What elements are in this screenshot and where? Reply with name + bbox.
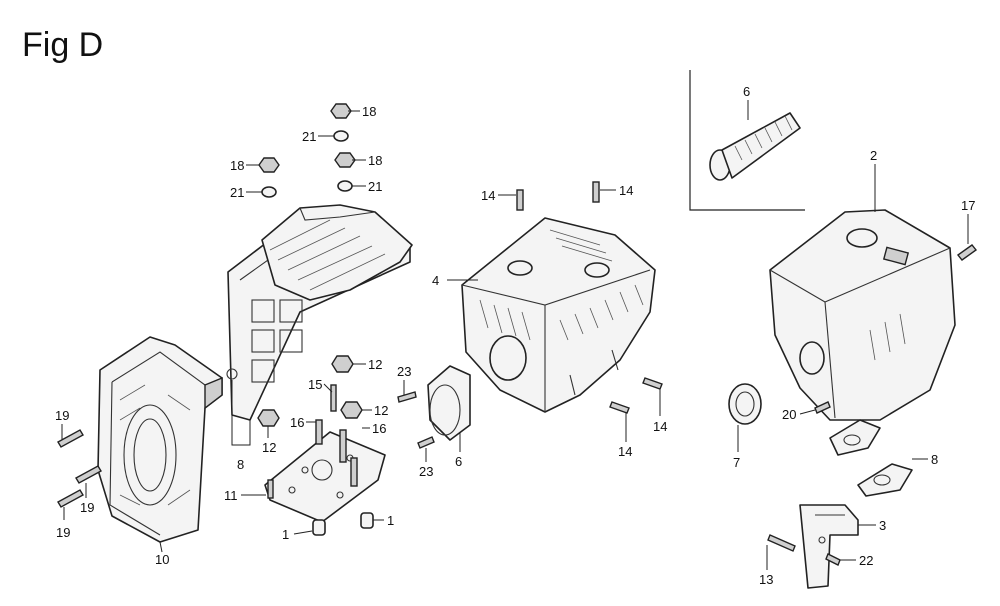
callout-16: 16 [290,415,304,430]
part-11-mount-plate [264,431,386,523]
nuts-washers [257,103,363,427]
part-14-bolts [516,181,663,414]
part-23-screws [397,391,435,449]
callout-7: 7 [733,455,740,470]
callout-2: 2 [870,148,877,163]
part-17-bolt [956,244,978,261]
callout-14: 14 [653,419,667,434]
callout-15: 15 [308,377,322,392]
callout-21: 21 [230,185,244,200]
part-2-muffler-body [769,209,956,421]
callout-23: 23 [419,464,433,479]
callout-11: 11 [224,488,238,503]
callout-16: 16 [372,421,386,436]
callout-6: 6 [743,84,750,99]
callout-18: 18 [230,158,244,173]
callout-12: 12 [368,357,382,372]
part-7-flange [728,383,762,425]
callout-3: 3 [879,518,886,533]
callout-14: 14 [481,188,495,203]
callout-14: 14 [618,444,632,459]
callout-1: 1 [387,513,394,528]
figure-title: Fig D [22,26,103,64]
callout-18: 18 [362,104,376,119]
part-6-exhaust-cap [427,365,471,441]
callout-8: 8 [237,457,244,472]
callout-22: 22 [859,553,873,568]
part-22-bolt [825,553,841,566]
part-1-spacers [312,512,374,536]
callout-10: 10 [155,552,169,567]
part-8-gasket-right [829,419,913,497]
callout-19: 19 [55,408,69,423]
callout-21: 21 [302,129,316,144]
part-6-spark-arrester-inset [689,70,805,211]
callout-18: 18 [368,153,382,168]
callout-19: 19 [80,500,94,515]
part-13-bolt [767,534,796,552]
callout-12: 12 [262,440,276,455]
part-20-bolt [814,401,831,414]
part-19-bolts [57,429,102,508]
part-10-base-block [97,336,223,543]
callout-4: 4 [432,273,439,288]
callouts: 18 21 18 21 18 21 12 12 12 15 16 16 8 11… [55,84,975,587]
callout-23: 23 [397,364,411,379]
callout-13: 13 [759,572,773,587]
callout-1: 1 [282,527,289,542]
callout-8: 8 [931,452,938,467]
part-3-bracket [799,504,859,589]
studs [267,384,358,499]
callout-20: 20 [782,407,796,422]
callout-21: 21 [368,179,382,194]
callout-17: 17 [961,198,975,213]
manifold-fins [261,204,413,301]
part-4-muffler-cover [461,217,656,413]
callout-14: 14 [619,183,633,198]
leader-lines [61,100,969,570]
callout-19: 19 [56,525,70,540]
callout-6: 6 [455,454,462,469]
callout-12: 12 [374,403,388,418]
